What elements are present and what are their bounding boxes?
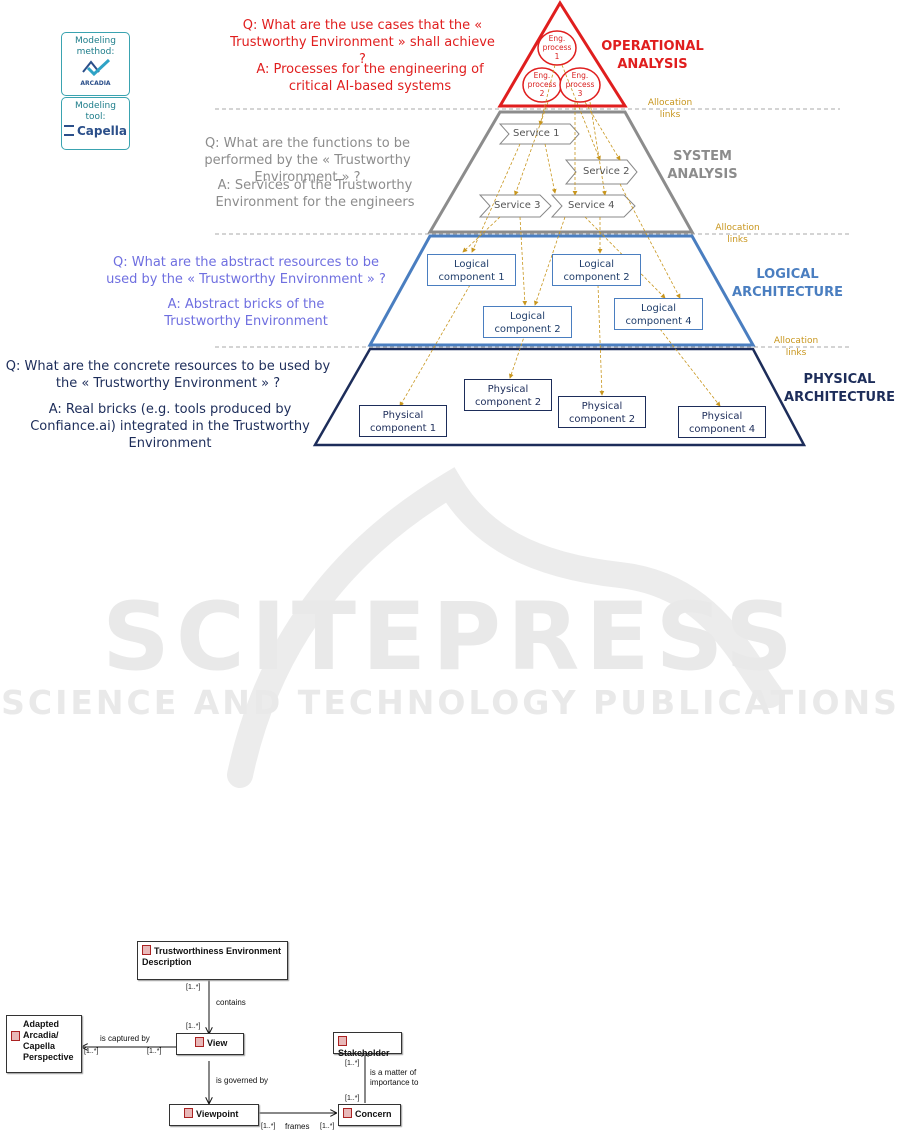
- logical-answer: A: Abstract bricks of the Trustworthy En…: [164, 297, 328, 329]
- process-ellipse-3: [559, 67, 601, 103]
- uml-class-view-label: View: [207, 1038, 228, 1048]
- multiplicity-label: [1..*]: [261, 1123, 276, 1130]
- process-label-3: Eng. process 3: [565, 71, 595, 98]
- logical-component-2b: Logical component 2: [483, 306, 572, 338]
- class-icon: [195, 1037, 204, 1047]
- service-shape-3: [478, 194, 552, 218]
- multiplicity-label: [1..*]: [345, 1060, 360, 1067]
- physical-component-2a: Physical component 2: [464, 379, 552, 411]
- modeling-tool-box: Modeling tool: Capella: [61, 97, 130, 150]
- logical-label: LOGICAL ARCHITECTURE: [732, 267, 843, 300]
- allocation-label-3: Allocation links: [773, 336, 819, 358]
- arcadia-name: ARCADIA: [80, 80, 111, 87]
- relation-contains: contains: [216, 998, 246, 1007]
- watermark-title: SCITEPRESS: [102, 583, 799, 692]
- physical-question: Q: What are the concrete resources to be…: [5, 359, 331, 391]
- physical-label: PHYSICAL ARCHITECTURE: [784, 372, 895, 405]
- class-icon: [343, 1108, 352, 1118]
- modeling-tool-label: Modeling tool:: [75, 101, 116, 122]
- uml-class-viewpoint-label: Viewpoint: [196, 1109, 239, 1119]
- multiplicity-label: [1..*]: [186, 984, 201, 991]
- multiplicity-label: [1..*]: [84, 1048, 99, 1055]
- capella-name: Capella: [76, 124, 127, 138]
- uml-connectors: [0, 980, 450, 1136]
- logical-component-1: Logical component 1: [427, 254, 516, 286]
- service-shape-4: [550, 194, 636, 218]
- physical-component-1: Physical component 1: [359, 405, 447, 437]
- operational-label: OPERATIONAL ANALYSIS: [601, 39, 704, 72]
- relation-governed-by: is governed by: [216, 1076, 269, 1085]
- service-label-4: Service 4: [568, 200, 615, 211]
- capella-logo-icon: [64, 125, 75, 136]
- multiplicity-label: [1..*]: [345, 1095, 360, 1102]
- relation-frames: frames: [285, 1122, 310, 1131]
- operational-question: Q: What are the use cases that the « Tru…: [230, 18, 495, 67]
- uml-class-description-label: Trustworthiness Environment Description: [142, 946, 282, 967]
- process-label-2: Eng. process 2: [527, 71, 557, 98]
- class-icon: [142, 945, 151, 955]
- process-label-1: Eng. process 1: [542, 34, 572, 61]
- modeling-method-box: Modeling method: ARCADIA: [61, 32, 130, 96]
- relation-captured-by: is captured by: [100, 1034, 150, 1043]
- service-label-2: Service 2: [583, 166, 630, 177]
- system-label: SYSTEM ANALYSIS: [667, 149, 738, 182]
- operational-answer: A: Processes for the engineering of crit…: [256, 62, 484, 94]
- service-label-3: Service 3: [494, 200, 541, 211]
- process-ellipse-1: [537, 30, 577, 66]
- logical-component-4: Logical component 4: [614, 298, 703, 330]
- relation-matter: is a matter of importance to: [370, 1068, 419, 1087]
- class-icon: [338, 1036, 347, 1046]
- uml-class-concern: Concern: [338, 1104, 401, 1126]
- physical-component-2b: Physical component 2: [558, 396, 646, 428]
- physical-answer: A: Real bricks (e.g. tools produced by C…: [30, 402, 310, 451]
- uml-class-concern-label: Concern: [355, 1109, 392, 1119]
- arcadia-logo-icon: [81, 58, 110, 77]
- allocation-label-1: Allocation links: [647, 98, 693, 120]
- multiplicity-label: [1..*]: [186, 1023, 201, 1030]
- service-label-1: Service 1: [513, 128, 560, 139]
- allocation-arrows: [399, 64, 721, 407]
- uml-class-description: Trustworthiness Environment Description: [137, 941, 288, 980]
- multiplicity-label: [1..*]: [320, 1123, 335, 1130]
- physical-component-4: Physical component 4: [678, 406, 766, 438]
- class-icon: [184, 1108, 193, 1118]
- watermark-logo: [227, 467, 783, 788]
- modeling-method-label: Modeling method:: [75, 36, 116, 57]
- uml-class-perspective-label: Adapted Arcadia/ Capella Perspective: [23, 1019, 74, 1062]
- system-question: Q: What are the functions to be performe…: [204, 136, 411, 185]
- logical-question: Q: What are the abstract resources to be…: [106, 255, 386, 287]
- logical-component-2a: Logical component 2: [552, 254, 641, 286]
- service-shape-1: [498, 123, 580, 145]
- allocation-label-2: Allocation links: [715, 223, 760, 245]
- multiplicity-label: [1..*]: [147, 1048, 162, 1055]
- uml-class-perspective: Adapted Arcadia/ Capella Perspective: [6, 1015, 82, 1073]
- uml-class-viewpoint: Viewpoint: [169, 1104, 259, 1126]
- watermark-subtitle: SCIENCE AND TECHNOLOGY PUBLICATIONS: [1, 683, 900, 722]
- uml-class-stakeholder: Stakeholder: [333, 1032, 402, 1058]
- uml-class-stakeholder-label: Stakeholder: [338, 1048, 390, 1058]
- uml-class-view: View: [176, 1033, 244, 1055]
- system-answer: A: Services of the Trustworthy Environme…: [215, 178, 415, 210]
- class-icon: [11, 1031, 20, 1041]
